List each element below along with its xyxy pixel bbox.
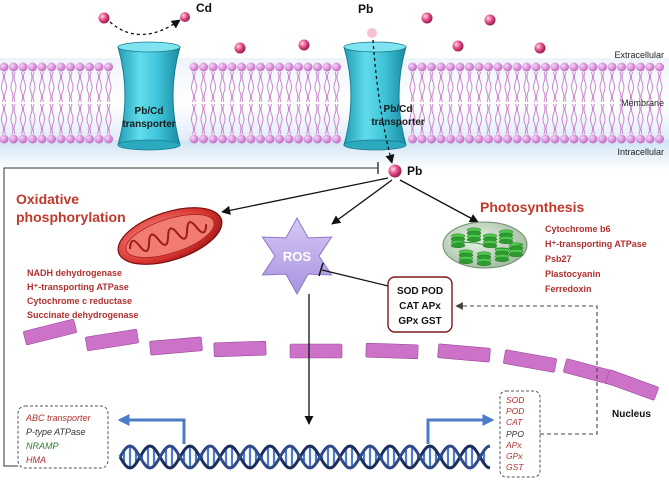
right-gene-1: SOD (506, 395, 524, 405)
intracellular-band (0, 140, 669, 170)
arrow-to-ros (331, 179, 393, 225)
photosynthesis-item-5: Ferredoxin (545, 284, 592, 294)
photosynthesis-item-1: Cytochrome b6 (545, 224, 611, 234)
oxidative-item-4: Succinate dehydrogenase (27, 310, 139, 320)
photosynthesis-protein-list: Cytochrome b6 H⁺-transporting ATPase Psb… (545, 224, 647, 294)
gene-to-antioxidant-arrow (455, 302, 598, 435)
left-gene-1: ABC transporter (25, 413, 92, 423)
right-gene-6: GPx (506, 451, 523, 461)
transporter-right-label-2: transporter (371, 117, 424, 128)
antioxidant-row-3: GPx GST (398, 316, 441, 327)
lipid-bilayer (0, 62, 664, 144)
intracellular-label: Intracellular (617, 147, 664, 157)
arrow-to-oxidative (221, 177, 389, 215)
oxidative-enzyme-list: NADH dehydrogenase H⁺-transporting ATPas… (27, 268, 139, 320)
arrow-to-photosynthesis (399, 179, 479, 223)
cd-efflux-arrow (109, 19, 181, 36)
chloroplast-icon (442, 221, 528, 269)
transporter-left-label-2: transporter (122, 119, 175, 130)
right-gene-4: PPO (506, 429, 524, 439)
membrane-band (0, 58, 669, 148)
right-gene-2: POD (506, 406, 524, 416)
photosynthesis-item-2: H⁺-transporting ATPase (545, 239, 647, 249)
right-gene-7: GST (506, 462, 524, 472)
cd-label: Cd (196, 1, 212, 15)
photosynthesis-item-4: Plastocyanin (545, 269, 601, 279)
nucleus-label: Nucleus (612, 409, 651, 420)
photosynthesis-item-3: Psb27 (545, 254, 572, 264)
mitochondrion-icon (117, 207, 223, 265)
oxidative-item-1: NADH dehydrogenase (27, 268, 122, 278)
antioxidant-row-2: CAT APx (399, 301, 441, 312)
oxidative-title-line1: Oxidative (16, 191, 79, 207)
transporter-right-label-1: Pb/Cd (384, 104, 413, 115)
left-gene-2: P-type ATPase (26, 427, 86, 437)
left-gene-box: ABC transporter P-type ATPase NRAMP HMA (17, 405, 109, 469)
transcription-arrow-right (426, 414, 495, 444)
right-gene-box: SOD POD CAT PPO APx GPx GST (499, 390, 541, 478)
pb-top-label: Pb (358, 2, 373, 16)
membrane-label: Membrane (621, 98, 664, 108)
ros-label: ROS (283, 249, 312, 264)
right-gene-5: APx (505, 440, 522, 450)
ros-star: ROS (261, 216, 333, 296)
antioxidant-inhibition-line (321, 269, 389, 287)
metal-ions (98, 12, 546, 178)
left-gene-3: NRAMP (26, 441, 59, 451)
pb-influx-arrow (372, 39, 395, 164)
feedback-line (3, 167, 378, 467)
nuclear-envelope (23, 318, 659, 401)
transporter-left: Pb/Cd transporter (117, 41, 181, 151)
pb-intracellular-label: Pb (407, 164, 422, 178)
transcription-arrow-left (117, 414, 186, 444)
dna-helix (118, 444, 491, 470)
oxidative-item-3: Cytochrome c reductase (27, 296, 132, 306)
transporter-right: Pb/Cd transporter (343, 41, 425, 151)
oxidative-title-line2: phosphorylation (16, 209, 126, 225)
right-gene-3: CAT (506, 417, 523, 427)
left-gene-4: HMA (26, 455, 46, 465)
photosynthesis-title: Photosynthesis (480, 199, 584, 215)
antioxidant-box: SOD POD CAT APx GPx GST (387, 276, 453, 333)
antioxidant-inhibition-bar (318, 262, 324, 277)
antioxidant-row-1: SOD POD (397, 286, 443, 297)
transporter-left-label-1: Pb/Cd (135, 106, 164, 117)
oxidative-item-2: H⁺-transporting ATPase (27, 282, 129, 292)
extracellular-label: Extracellular (614, 50, 664, 60)
